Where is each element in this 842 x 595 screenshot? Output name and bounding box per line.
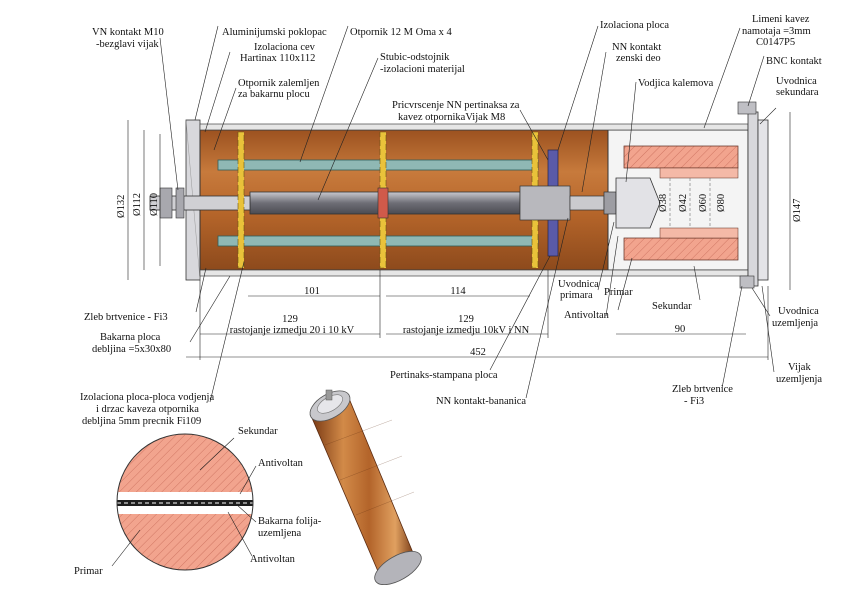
label-stubic-1: Stubic-odstojnik [380, 52, 450, 63]
detail-label-sekundar: Sekundar [238, 426, 278, 437]
dim-phi80: Ø80 [716, 194, 727, 212]
label-vn-kontakt-2: -bezglavi vijak [96, 39, 159, 50]
nn-contact [519, 185, 571, 221]
label-izolaciona-ploca: Izolaciona ploca [600, 20, 669, 31]
label-nn-kontakt-zenski-2: zenski deo [616, 53, 661, 64]
label-izolaciona-ploca-vodjenja-3: debljina 5mm precnik Fi109 [82, 416, 201, 427]
dim-phi38: Ø38 [658, 194, 669, 212]
leader-lines [159, 25, 777, 403]
label-uvodnica-sekundara-2: sekundara [776, 87, 819, 98]
label-bnc-kontakt: BNC kontakt [766, 56, 822, 67]
dim-phi112: Ø112 [132, 193, 143, 216]
label-primar: Primar [604, 287, 633, 298]
detail-label-bakarna-1: Bakarna folija- [258, 516, 322, 527]
label-nn-kontakt-zenski-1: NN kontakt [612, 42, 661, 53]
dim-452: 452 [470, 347, 486, 358]
dim-phi132: Ø132 [116, 195, 127, 218]
label-vn-kontakt-1: VN kontakt M10 [92, 27, 164, 38]
secondary-coil-bottom [623, 237, 739, 261]
label-stubic-2: -izolacioni materijal [380, 64, 465, 75]
label-uvodnica-uzemljenja-1: Uvodnica [778, 306, 819, 317]
dim-phi60: Ø60 [698, 194, 709, 212]
label-pricvrscenje-1: Pricvrscenje NN pertinaksa za [392, 100, 520, 111]
dim-phi147: Ø147 [792, 199, 803, 222]
label-pertinaks: Pertinaks-stampana ploca [390, 370, 498, 381]
dim-129-left-text: rastojanje izmedju 20 i 10 kV [230, 325, 355, 336]
label-aluminijumski-poklopac: Aluminijumski poklopac [222, 27, 327, 38]
label-vijak-uzemljenja-2: uzemljenja [776, 374, 822, 385]
label-limeni-kavez-1: Limeni kavez [752, 14, 810, 25]
label-uvodnica-primara-1: Uvodnica [558, 279, 599, 290]
dim-phi42: Ø42 [678, 194, 689, 212]
label-izolaciona-ploca-vodjenja-1: Izolaciona ploca-ploca vodjenja [80, 392, 214, 403]
label-vodjica-kalemova: Vodjica kalemova [638, 78, 714, 89]
label-otpornik-zalemljen-1: Otpornik zalemljen [238, 78, 320, 89]
winding-detail: Sekundar Antivoltan Bakarna folija- uzem… [74, 426, 322, 577]
label-zleb-right-2: - Fi3 [684, 396, 704, 407]
hv-contact-bolt [149, 195, 251, 211]
label-bakarna-ploca-1: Bakarna ploca [100, 332, 161, 343]
resistor-bottom [217, 235, 539, 247]
coil-guide [615, 177, 661, 229]
label-uvodnica-sekundara-1: Uvodnica [776, 76, 817, 87]
dim-101: 101 [304, 286, 320, 297]
device-3d-render [309, 389, 422, 586]
label-otpornik-zalemljen-2: za bakarnu plocu [238, 89, 310, 100]
resistor-top [217, 159, 539, 171]
label-izolaciona-cev-1: Izolaciona cev [254, 42, 316, 53]
label-zleb-right-1: Zleb brtvenice [672, 384, 733, 395]
dim-129-left: 129 [282, 314, 298, 325]
label-pricvrscenje-2: kavez otpornikaVijak M8 [398, 112, 505, 123]
dim-129-right-text: rastojanje izmedju 10kV i NN [403, 325, 530, 336]
dim-129-right: 129 [458, 314, 474, 325]
dim-90: 90 [675, 324, 686, 335]
label-bakarna-ploca-2: debljina =5x30x80 [92, 344, 171, 355]
primary-coil-bottom [659, 227, 739, 239]
right-end-plate [747, 111, 759, 287]
dim-phi110: Ø110 [149, 193, 160, 216]
label-otpornik-12m: Otpornik 12 M Oma x 4 [350, 27, 453, 38]
detail-label-primar: Primar [74, 566, 103, 577]
dim-114: 114 [450, 286, 466, 297]
label-vijak-uzemljenja-1: Vijak [788, 362, 811, 373]
label-sekundar: Sekundar [652, 301, 692, 312]
annotation-labels: VN kontakt M10 -bezglavi vijak Aluminiju… [80, 14, 822, 427]
label-uvodnica-uzemljenja-2: uzemljenja [772, 318, 818, 329]
label-limeni-kavez-2: namotaja =3mm [742, 26, 811, 37]
label-izolaciona-cev-2: Hartinax 110x112 [240, 53, 315, 64]
label-nn-banana: NN kontakt-bananica [436, 396, 526, 407]
label-zleb-left: Zleb brtvenice - Fi3 [84, 312, 168, 323]
detail-label-antivoltan-2: Antivoltan [250, 554, 296, 565]
main-section [149, 101, 769, 289]
label-izolaciona-ploca-vodjenja-2: i drzac kaveza otpornika [96, 404, 199, 415]
primary-coil-top [659, 167, 739, 179]
secondary-coil-top [623, 145, 739, 169]
guide-plate-1 [237, 131, 245, 269]
detail-label-antivoltan-1: Antivoltan [258, 458, 304, 469]
label-limeni-kavez-3: C0147P5 [756, 37, 795, 48]
label-antivoltan: Antivoltan [564, 310, 610, 321]
detail-label-bakarna-2: uzemljena [258, 528, 301, 539]
label-uvodnica-primara-2: primara [560, 290, 593, 301]
